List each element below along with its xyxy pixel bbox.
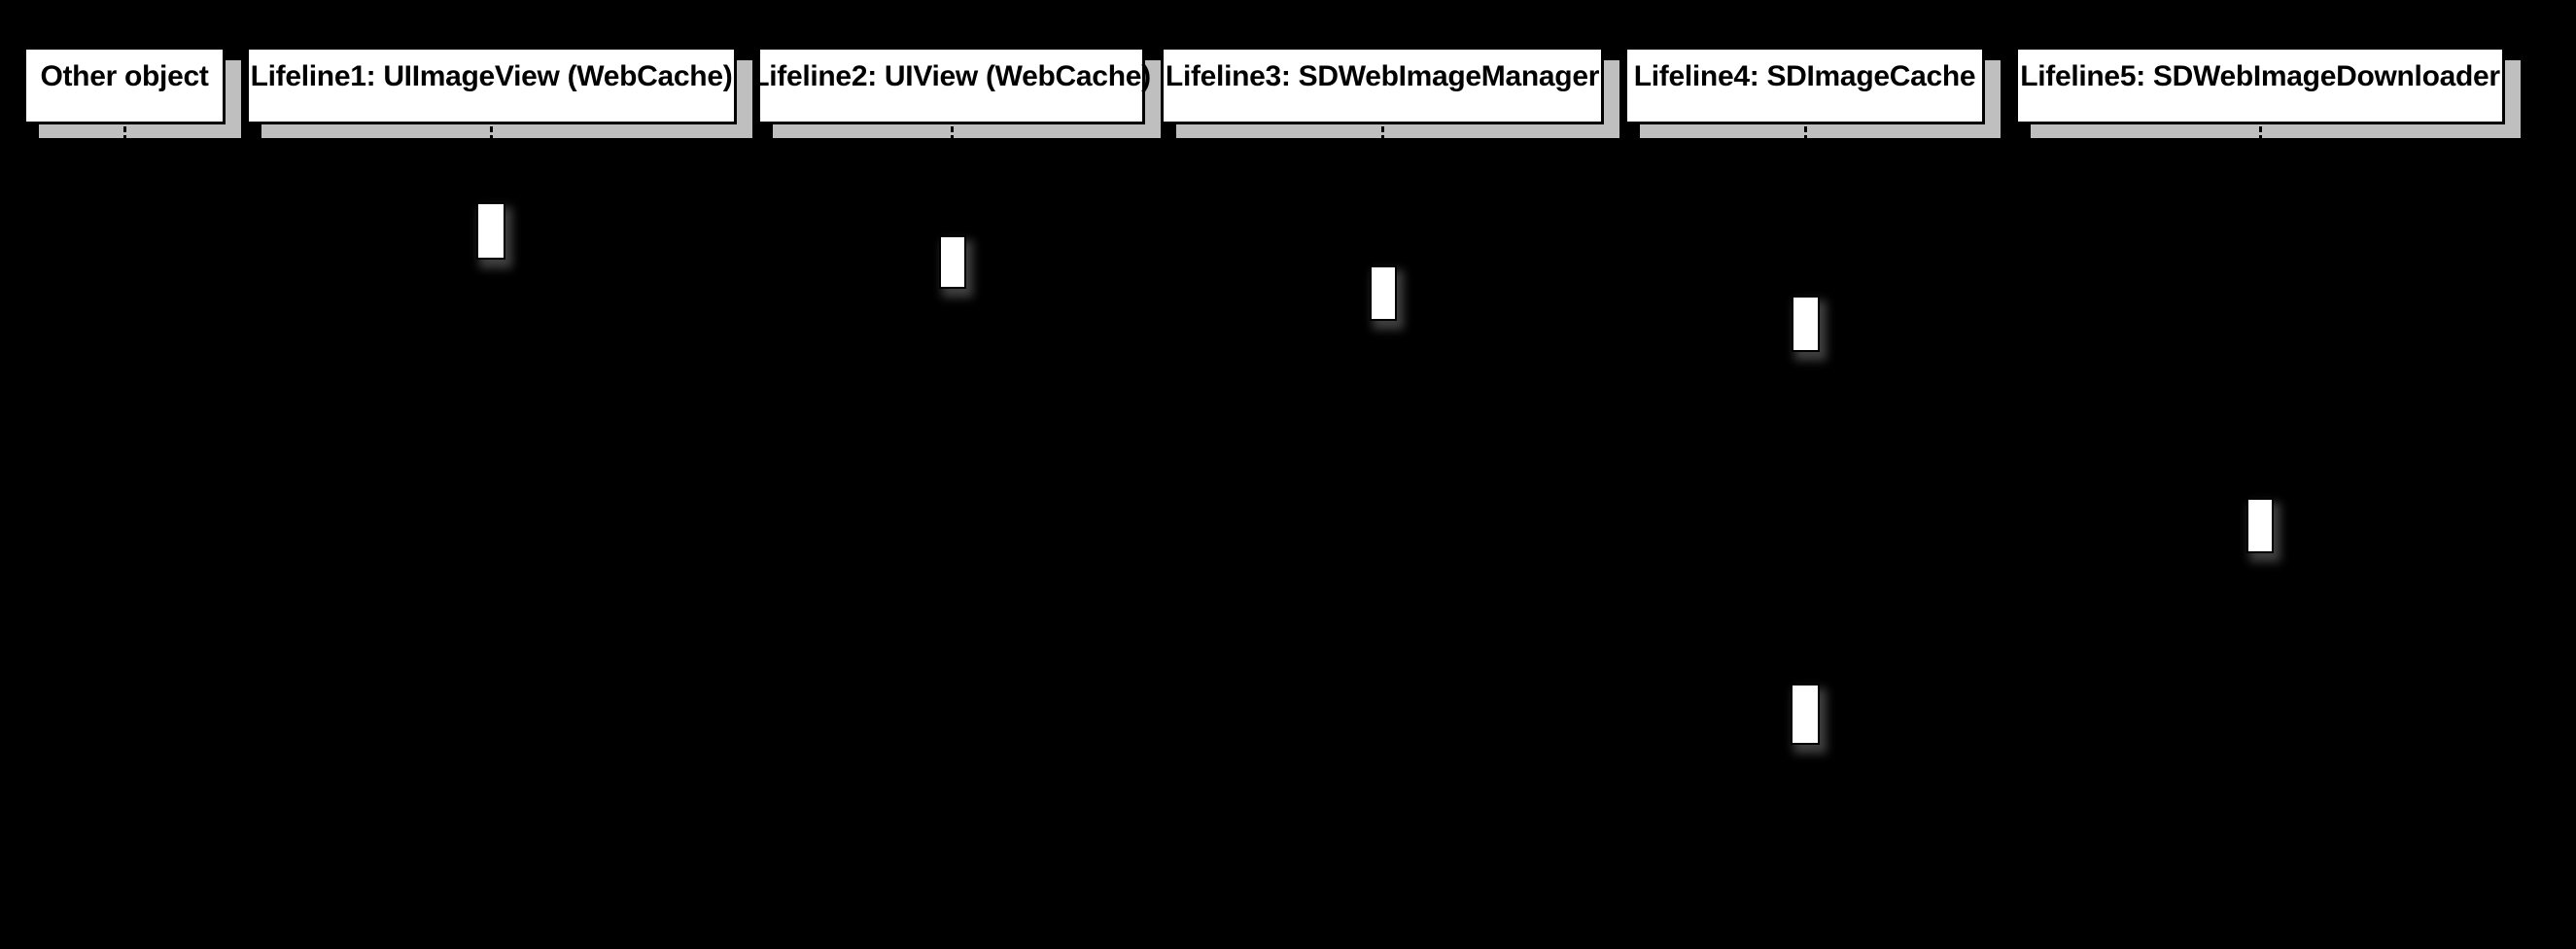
activation-bar-3 [1792,296,1820,352]
lifeline-label: Lifeline4: SDImageCache [1633,60,1976,92]
lifeline-head-sdwebimagemanager: Lifeline3: SDWebImageManager [1161,47,1604,124]
lifeline-head-uiimageview: Lifeline1: UIImageView (WebCache) [246,47,737,124]
activation-bar-4 [2246,498,2274,553]
lifeline-head-sdwebimagedownloader: Lifeline5: SDWebImageDownloader [2015,47,2505,124]
activation-bar-2 [1370,265,1397,321]
lifeline-label: Lifeline1: UIImageView (WebCache) [250,60,733,92]
lifeline-label: Other object [40,60,209,92]
activation-bar-5 [1791,684,1820,745]
lifeline-label: Lifeline2: UIView (WebCache) [751,60,1151,92]
lifeline-head-sdimagecache: Lifeline4: SDImageCache [1624,47,1985,124]
lifeline-head-uiview: Lifeline2: UIView (WebCache) [751,47,1151,124]
activation-bar-1 [939,235,966,289]
lifeline-head-other-object: Other object [23,47,226,124]
lifeline-label: Lifeline5: SDWebImageDownloader [2020,60,2500,92]
lifeline-4 [1803,126,1807,949]
lifeline-label: Lifeline3: SDWebImageManager [1165,60,1600,92]
lifeline-2 [950,126,954,949]
lifeline-1 [489,126,493,949]
lifeline-0 [122,126,126,949]
activation-bar-0 [476,202,505,260]
lifeline-3 [1380,126,1384,949]
